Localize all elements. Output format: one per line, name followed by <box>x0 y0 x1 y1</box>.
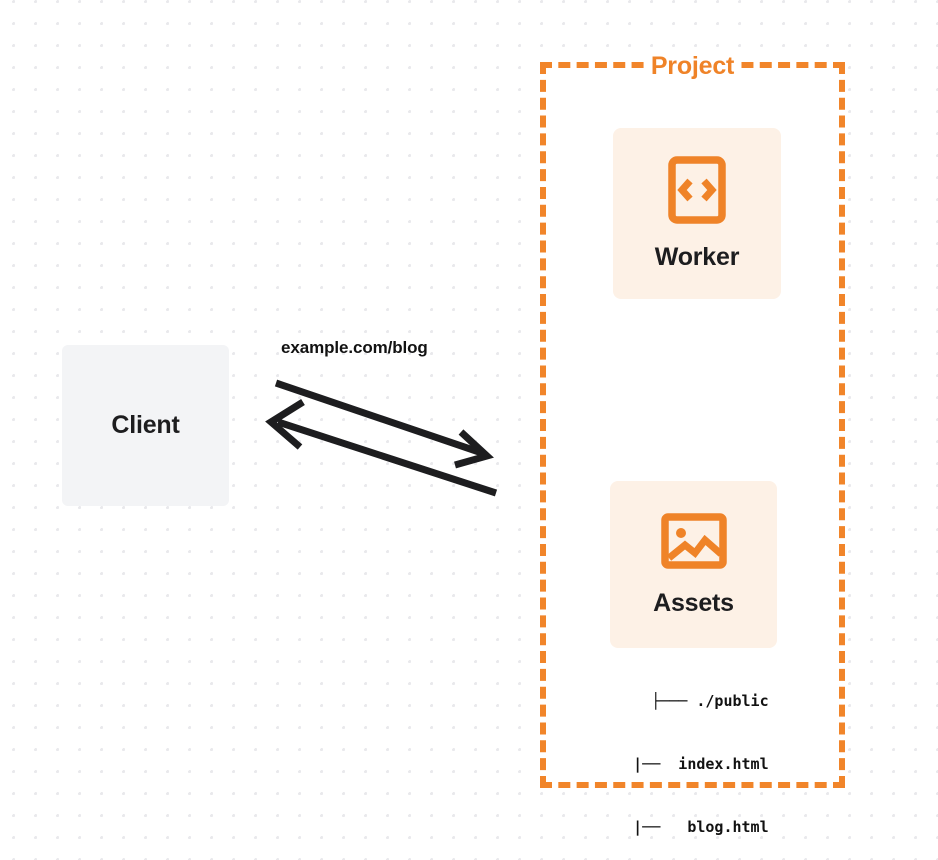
worker-card-label: Worker <box>654 242 740 271</box>
assets-card-label: Assets <box>653 588 734 617</box>
assets-file-tree: ├─── ./public |── index.html |── blog.ht… <box>588 649 769 860</box>
client-node-label: Client <box>111 411 180 439</box>
image-icon <box>660 512 727 575</box>
code-brackets-icon <box>668 155 726 229</box>
file-tree-line: ├─── ./public <box>651 692 769 710</box>
worker-card[interactable]: Worker <box>613 128 781 299</box>
client-node[interactable]: Client <box>62 345 229 506</box>
file-tree-line: |── blog.html <box>597 818 769 836</box>
assets-card[interactable]: Assets <box>610 481 777 648</box>
connection-label: example.com/blog <box>281 338 428 357</box>
response-arrow <box>265 399 498 497</box>
project-title: Project <box>643 52 742 81</box>
file-tree-line: |── index.html <box>597 755 769 773</box>
request-arrow <box>274 379 494 469</box>
